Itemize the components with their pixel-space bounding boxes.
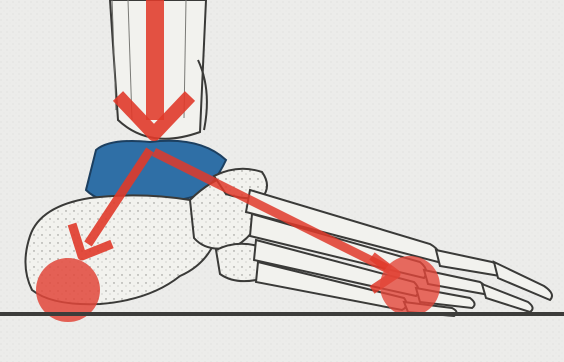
forefoot-pressure-point <box>380 256 440 316</box>
floor-line <box>0 312 564 316</box>
load-arrow-shaft <box>146 0 164 120</box>
